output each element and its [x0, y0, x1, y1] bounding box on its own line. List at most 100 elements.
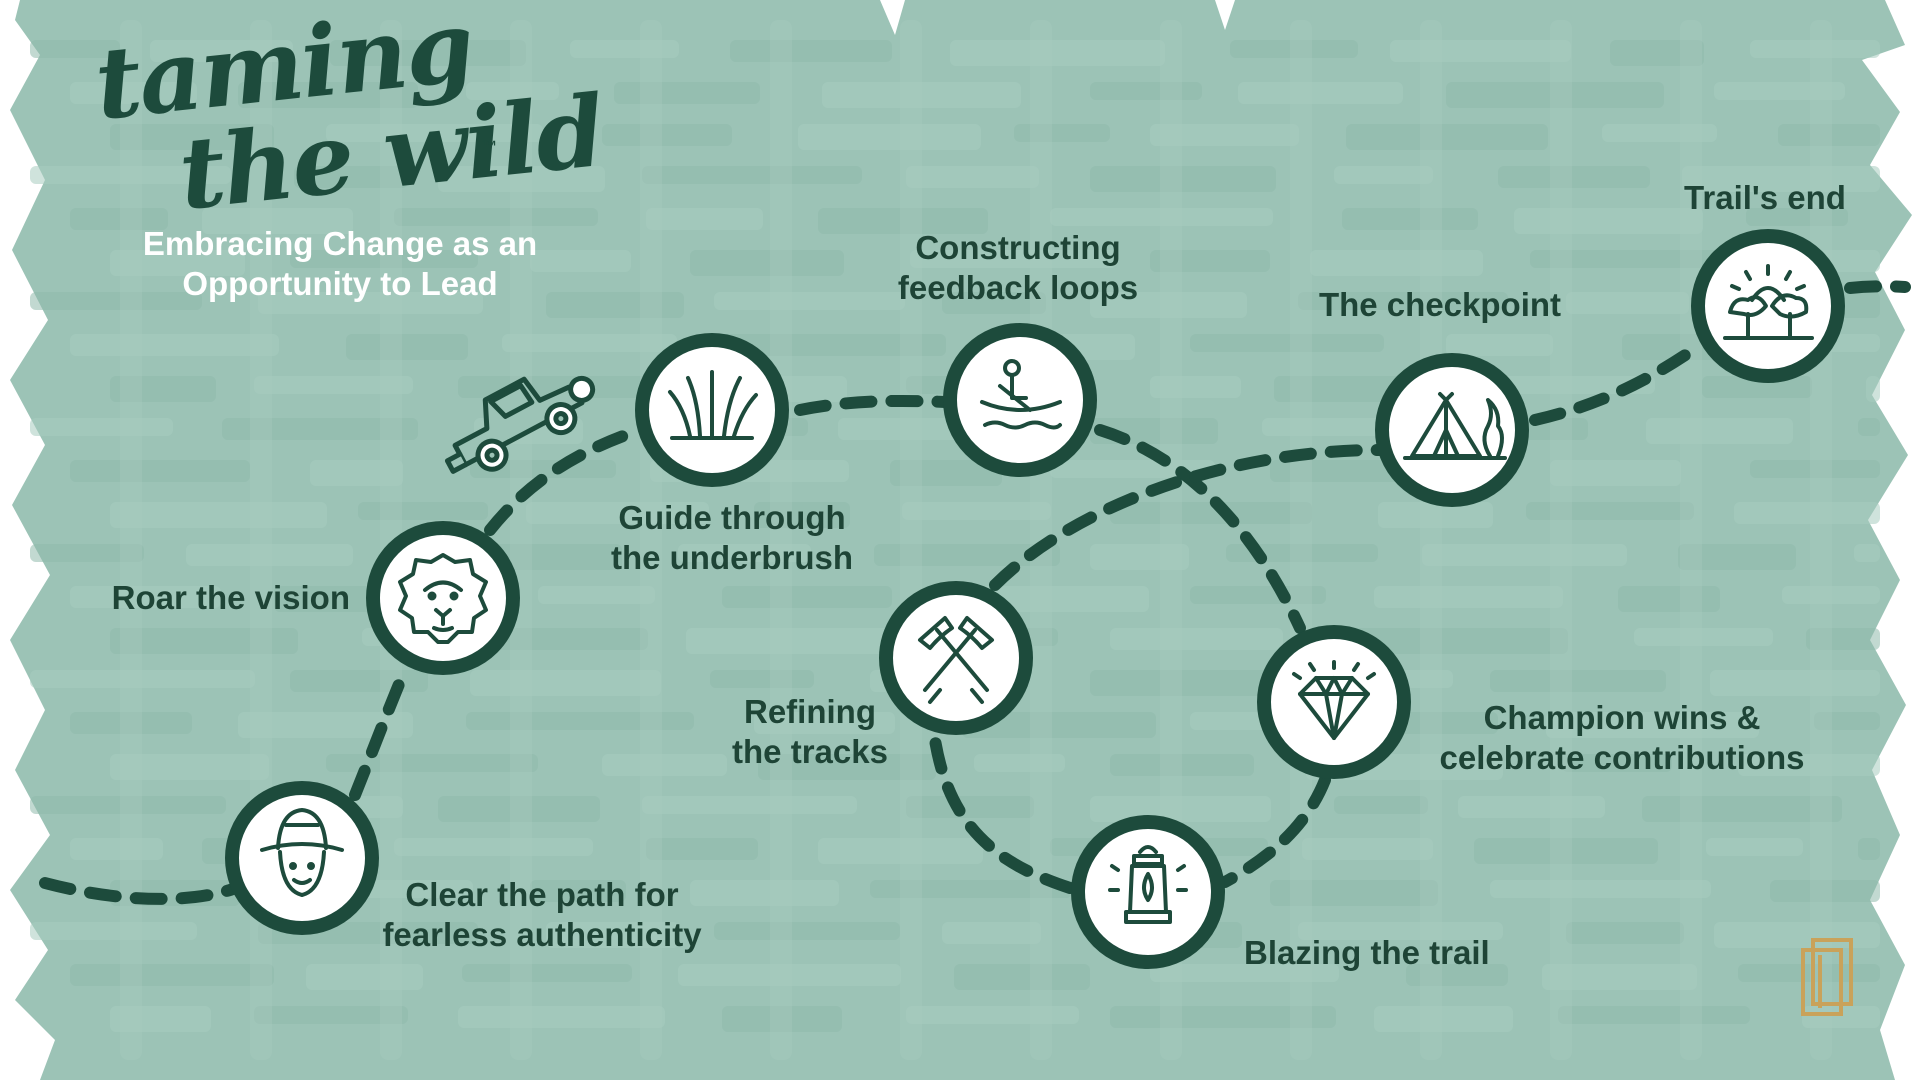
brush-stripe	[1746, 208, 1848, 226]
stop-label-lantern: Blazing the trail	[1244, 933, 1564, 973]
brush-stripe	[1866, 376, 1880, 402]
brush-stripe	[294, 166, 408, 188]
brush-stripe-vertical	[1420, 20, 1442, 1060]
brush-stripe	[1750, 460, 1880, 478]
brush-stripe	[202, 208, 353, 234]
brush-stripe-vertical	[640, 20, 662, 1060]
brush-stripe	[1050, 460, 1215, 478]
brush-stripe	[1750, 40, 1880, 58]
brush-stripe	[186, 544, 353, 566]
brush-stripe	[1738, 964, 1880, 982]
subtitle-line-1: Embracing Change as an	[142, 225, 538, 262]
brush-stripe	[1110, 1006, 1336, 1028]
brush-stripe-vertical	[1810, 20, 1832, 1060]
trail-segment-grass-to-canoe	[794, 394, 951, 416]
brush-stripe	[690, 250, 844, 276]
brush-stripe	[1014, 124, 1110, 142]
stop-label-line: celebrate contributions	[1439, 739, 1805, 776]
brush-stripe	[1270, 880, 1438, 906]
brush-stripe	[646, 838, 758, 860]
brush-stripe	[942, 292, 1046, 314]
lion-icon	[398, 553, 488, 644]
brush-stripe	[1458, 796, 1605, 818]
brush-stripe	[502, 334, 677, 352]
trail-segment-explorer-to-lion	[349, 664, 411, 801]
brush-stripe	[110, 376, 216, 402]
page-subtitle: Embracing Change as an Opportunity to Le…	[90, 224, 590, 304]
trail-segment-end	[1844, 280, 1911, 294]
brush-stripe	[310, 460, 403, 486]
brush-stripe	[30, 292, 202, 310]
brush-stripe	[330, 40, 526, 66]
brush-stripe	[1634, 628, 1773, 646]
brush-stripe	[526, 502, 709, 524]
trail-path	[39, 280, 1911, 905]
brush-stripe	[1090, 82, 1202, 100]
brush-stripe	[1530, 250, 1756, 268]
brush-stripe	[902, 502, 1051, 520]
tent-campfire-icon	[1403, 392, 1507, 460]
stop-label-explorer: Clear the path for fearless authenticity	[362, 875, 722, 955]
trail-segment-canoe-loop	[1094, 424, 1306, 634]
brush-stripe	[890, 460, 1002, 486]
brush-stripe	[70, 586, 221, 608]
brush-stripe	[546, 292, 684, 318]
brush-stripe	[1854, 544, 1880, 562]
brush-stripe	[326, 754, 538, 772]
brush-stripe	[70, 334, 279, 356]
brush-stripe	[1374, 1006, 1513, 1032]
brush-stripe	[150, 40, 293, 62]
stop-label-line: Champion wins &	[1483, 699, 1761, 736]
stop-label-line: Blazing the trail	[1244, 934, 1490, 971]
brush-stripe	[1782, 586, 1880, 604]
brush-stripe	[1814, 712, 1880, 730]
brush-stripe	[570, 40, 679, 58]
brush-stripe	[1406, 964, 1508, 986]
brush-stripe	[1298, 922, 1503, 940]
brush-stripe	[1446, 82, 1664, 108]
brush-stripe	[1490, 880, 1711, 898]
brush-stripe	[30, 922, 197, 940]
brush-stripe	[470, 670, 661, 696]
brush-stripe	[1858, 418, 1880, 436]
logo-trademark: ™	[482, 138, 497, 155]
brush-stripe-vertical	[770, 20, 792, 1060]
stop-label-line: The checkpoint	[1318, 286, 1562, 323]
grass-icon	[668, 370, 758, 440]
brush-stripe	[1678, 544, 1796, 570]
brush-stripe	[1150, 964, 1339, 982]
brush-stripe	[1498, 166, 1650, 188]
stop-label-line: feedback loops	[897, 269, 1139, 306]
stop-label-pickaxes: Refining the tracks	[700, 692, 920, 772]
brush-stripe	[602, 754, 727, 776]
brush-stripe	[346, 334, 468, 360]
stop-label-line: Trail's end	[1684, 179, 1846, 216]
brush-stripe	[70, 838, 163, 860]
brush-stripe	[1342, 628, 1568, 654]
brush-stripe-vertical	[900, 20, 922, 1060]
brush-stripe	[1738, 754, 1880, 776]
brush-stripe	[458, 1006, 665, 1028]
brush-stripe	[1526, 502, 1694, 520]
stop-label-tent: The checkpoint	[1290, 285, 1590, 325]
brush-stripe	[1298, 292, 1508, 310]
brush-stripe	[714, 292, 905, 310]
brush-stripe	[30, 166, 231, 184]
brush-stripe	[714, 922, 900, 940]
brush-stripe	[530, 250, 631, 272]
brush-stripe	[974, 754, 1065, 772]
brush-stripe	[358, 502, 488, 520]
brush-stripe	[110, 124, 274, 150]
trail-segment-lantern-to-pickaxes	[929, 734, 1076, 894]
brush-stripe	[1378, 502, 1493, 528]
brush-stripe	[326, 124, 543, 142]
brush-stripe	[1190, 586, 1326, 604]
brush-stripe	[822, 82, 1021, 108]
stop-circle-diamond	[1257, 625, 1411, 779]
brush-stripe	[238, 712, 413, 738]
brush-stripe	[1190, 334, 1384, 352]
brush-stripe	[1618, 586, 1720, 612]
stop-circle-canoe	[943, 323, 1097, 477]
